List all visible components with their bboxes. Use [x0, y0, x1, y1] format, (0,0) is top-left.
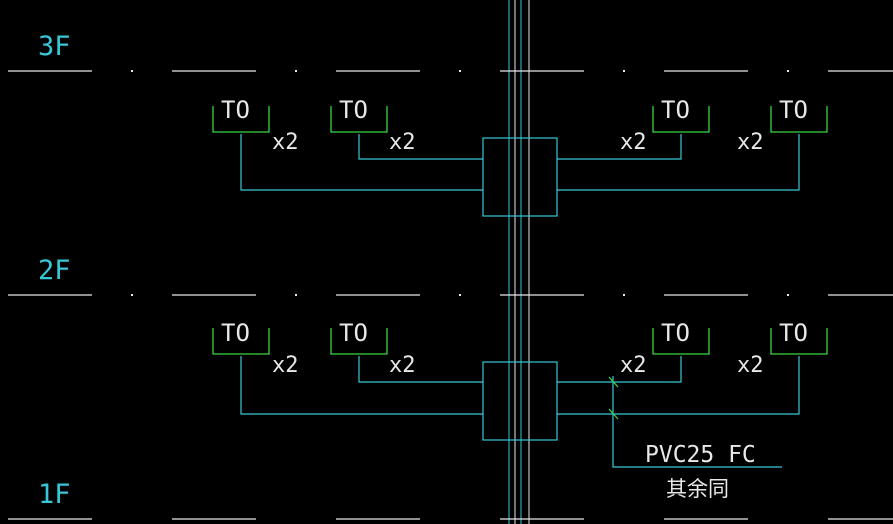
outlet-label: TO — [661, 319, 690, 347]
outlet-label: TO — [779, 96, 808, 124]
outlet-multiplier: x2 — [737, 130, 764, 155]
conduit-annotation: PVC25 FC — [645, 442, 756, 468]
outlet-multiplier: x2 — [620, 353, 647, 378]
outlet-symbol — [212, 106, 828, 133]
outlet-multiplier: x2 — [389, 353, 416, 378]
distribution-box-upper — [482, 137, 558, 217]
floor-label-1f: 1F — [38, 479, 71, 510]
floor-label-2f: 2F — [38, 255, 71, 286]
outlet-label: TO — [339, 96, 368, 124]
conduit-tick-marks — [608, 376, 619, 420]
outlet-symbol — [212, 328, 828, 355]
outlet-multiplier: x2 — [272, 130, 299, 155]
wiring-lower — [240, 356, 800, 468]
outlet-block-upper: TO TO TO TO x2 x2 x2 x2 — [212, 96, 828, 217]
annotation-note: 其余同 — [666, 477, 729, 501]
outlet-multiplier: x2 — [737, 353, 764, 378]
outlet-label: TO — [779, 319, 808, 347]
outlet-block-lower: TO TO TO TO x2 x2 x2 x2 PVC25 FC 其余同 — [212, 319, 828, 501]
outlet-multiplier: x2 — [272, 353, 299, 378]
floor-label-3f: 3F — [38, 31, 71, 62]
distribution-box-lower — [482, 361, 558, 441]
outlet-label: TO — [661, 96, 690, 124]
outlet-multiplier: x2 — [389, 130, 416, 155]
wiring-upper — [240, 134, 800, 191]
outlet-multiplier: x2 — [620, 130, 647, 155]
outlet-label: TO — [339, 319, 368, 347]
outlet-label: TO — [221, 96, 250, 124]
riser-shaft — [508, 0, 530, 524]
outlet-label: TO — [221, 319, 250, 347]
